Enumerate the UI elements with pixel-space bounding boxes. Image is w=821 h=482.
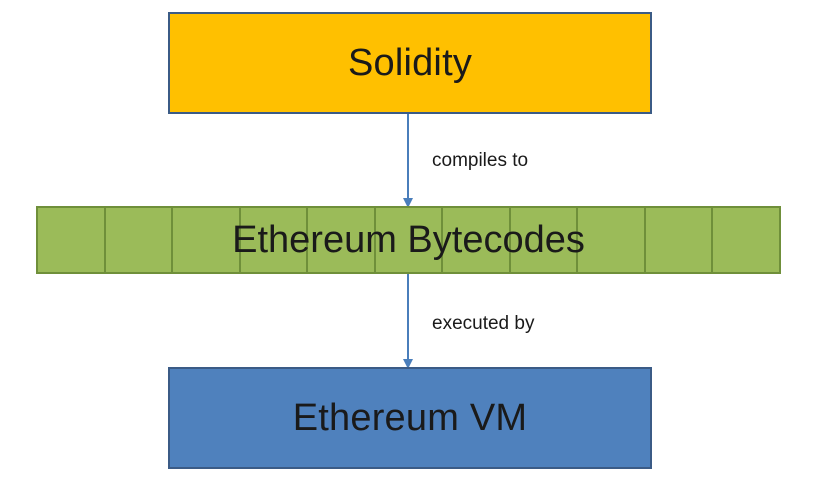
bytecode-cell — [173, 208, 241, 272]
vm-label: Ethereum VM — [292, 396, 528, 439]
bytecode-cell — [443, 208, 511, 272]
bytecode-cell — [106, 208, 174, 272]
vm-box: Ethereum VM — [168, 367, 652, 469]
solidity-label: Solidity — [347, 41, 473, 84]
bytecode-cell — [511, 208, 579, 272]
bytecode-cell — [646, 208, 714, 272]
bytecode-cell — [38, 208, 106, 272]
bytecode-cell — [578, 208, 646, 272]
execute-edge-label: executed by — [432, 313, 535, 334]
bytecode-cell — [241, 208, 309, 272]
bytecode-cell — [376, 208, 444, 272]
bytecode-cell — [308, 208, 376, 272]
bytecodes-strip — [36, 206, 781, 274]
solidity-box: Solidity — [168, 12, 652, 114]
compile-edge-label: compiles to — [432, 150, 529, 171]
bytecode-cell — [713, 208, 779, 272]
